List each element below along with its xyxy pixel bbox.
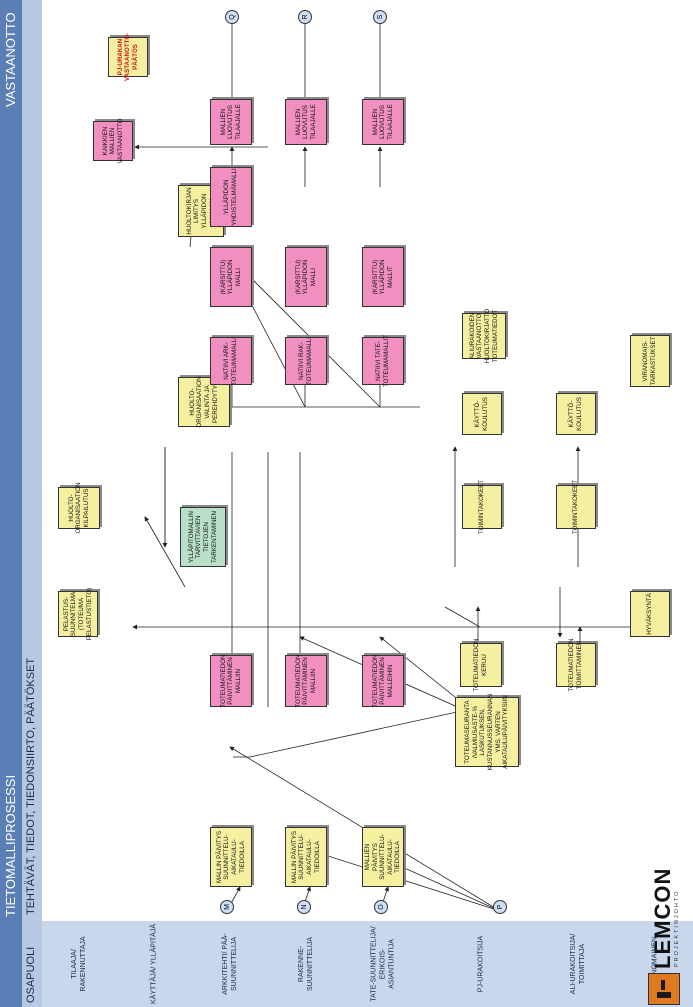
connector-label: R bbox=[301, 14, 309, 20]
box-label: TOTEUMATIEDON TOIMITTAMINEN bbox=[568, 638, 583, 692]
connector-p: P bbox=[493, 900, 507, 914]
connector-label: M bbox=[223, 904, 231, 910]
box-label: TOIMINTAKOKEET bbox=[572, 479, 580, 535]
box-label: ALIURAKOIDEN VASTAANOTTO HUOLTOKIRJATTO … bbox=[468, 308, 499, 364]
box-label: TOTEUMATIEDON PÄIVITTÄMINEN MALLEIHIN bbox=[371, 654, 394, 708]
box-label: KÄYTTÖ-KOULUTUS bbox=[568, 397, 583, 431]
viranomaistarkastukset-box: VIRANOMAIS-TARKASTUKSET bbox=[630, 335, 670, 387]
box-label: (KARSITTU) YLLÄPIDON MALLI bbox=[294, 259, 317, 295]
box-label: MALLIEN LUOVUTUS TILAAJALLE bbox=[219, 104, 242, 140]
connector-q: Q bbox=[225, 10, 239, 24]
rak-luovutus-box: MALLIEN LUOVUTUS TILAAJALLE bbox=[285, 99, 327, 145]
yllapito-tarkentaminen-box: YLLÄPITOMALLIN TARVITTAVIEN TIETOJEN TAR… bbox=[180, 507, 226, 567]
pj-kayttokoulutus-box: KÄYTTÖ-KOULUTUS bbox=[462, 393, 502, 435]
tate-karsittu-box: (KARSITTU) YLLÄPIDON MALLIT bbox=[362, 247, 404, 307]
aliurakoiden-vastaanotto-box: ALIURAKOIDEN VASTAANOTTO HUOLTOKIRJATTO … bbox=[462, 309, 506, 363]
ali-toimintakokeet-box: TOIMINTAKOKEET bbox=[556, 480, 596, 534]
rak-paivitys-box: MALLIN PÄIVITYS SUUNNITTELU-AIKATAULU-TI… bbox=[285, 827, 327, 887]
tate-paivitys-box: MALLIEN PÄIVITYS SUUNNITTELU-AIKATAULU-T… bbox=[362, 827, 404, 887]
box-label: TOTEUMASEURANTA /VALMIUSASTE-% LASKUTUKS… bbox=[464, 693, 510, 771]
ali-kayttokoulutus-box: KÄYTTÖ-KOULUTUS bbox=[556, 393, 596, 435]
box-label: NATIIVI TATE-TOTEUMAMALLIT bbox=[375, 335, 390, 387]
box-label: TOTEUMATIEDON PÄIVITTÄMINEN MALLIIN bbox=[219, 654, 242, 708]
ark-nativi-box: NATIIVI ARK-TOTEUMAMALLI bbox=[210, 337, 252, 385]
tate-toteuma-box: TOTEUMATIEDON PÄIVITTÄMINEN MALLEIHIN bbox=[362, 654, 404, 708]
tate-nativi-box: NATIIVI TATE-TOTEUMAMALLIT bbox=[362, 335, 404, 387]
connector-n: N bbox=[297, 900, 311, 914]
box-label: (KARSITTU) YLLÄPIDON MALLI bbox=[219, 259, 242, 295]
huolto-kilpailutus-box: HUOLTO-ORGANISAATION KILPAILUTUS bbox=[58, 482, 100, 534]
connector-label: S bbox=[376, 14, 384, 20]
box-label: MALLIEN LUOVUTUS TILAAJALLE bbox=[294, 104, 317, 140]
box-label: TOIMINTAKOKEET bbox=[478, 479, 486, 535]
box-label: (KARSITTU) YLLÄPIDON MALLIT bbox=[371, 259, 394, 295]
box-label: PELASTUS-SUUNNITELMA (TOTEUMA PELASTUSTI… bbox=[62, 587, 93, 641]
box-label: YLLÄPIDON YHDISTELMÄMALLI bbox=[223, 168, 238, 226]
box-label: MALLIEN PÄIVITYS SUUNNITTELU-AIKATAULU-T… bbox=[364, 834, 402, 880]
pj-paatos-box: PJ-URAKAN VASTAANOTTO-PÄÄTÖS bbox=[108, 33, 148, 81]
pelastussuunnitelma-box: PELASTUS-SUUNNITELMA (TOTEUMA PELASTUSTI… bbox=[58, 588, 98, 640]
ark-paivitys-box: MALLIN PÄIVITYS SUUNNITTELU-AIKATAULU-TI… bbox=[210, 827, 252, 887]
box-label: TOTEUMATIEDON KERUU bbox=[473, 638, 488, 692]
connector-o: O bbox=[374, 900, 388, 914]
connector-label: O bbox=[377, 904, 385, 910]
connector-r: R bbox=[298, 10, 312, 24]
box-label: MALLIN PÄIVITYS SUUNNITTELU-AIKATAULU-TI… bbox=[215, 831, 246, 883]
box-label: MALLIN PÄIVITYS SUUNNITTELU-AIKATAULU-TI… bbox=[290, 831, 321, 883]
ark-luovutus-box: MALLIEN LUOVUTUS TILAAJALLE bbox=[210, 99, 252, 145]
connector-s: S bbox=[373, 10, 387, 24]
pj-toimintakokeet-box: TOIMINTAKOKEET bbox=[462, 480, 502, 534]
box-label: NATIIVI ARK-TOTEUMAMALLI bbox=[223, 336, 238, 386]
box-label: NATIIVI RAK-TOTEUMAMALLI bbox=[298, 336, 313, 386]
rak-nativi-box: NATIIVI RAK-TOTEUMAMALLI bbox=[285, 337, 327, 385]
kaikki-vastaanotto-box: KAIKKIEN MALLIEN VASTAANOTTO bbox=[93, 118, 133, 164]
ark-karsittu-box: (KARSITTU) YLLÄPIDON MALLI bbox=[210, 247, 252, 307]
box-label: KÄYTTÖ-KOULUTUS bbox=[474, 397, 489, 431]
box-label: PJ-URAKAN VASTAANOTTO-PÄÄTÖS bbox=[116, 32, 139, 82]
connector-label: P bbox=[496, 904, 504, 910]
box-label: KAIKKIEN MALLIEN VASTAANOTTO bbox=[101, 118, 124, 164]
box-label: TOTEUMATIEDON PÄIVITTÄMINEN MALLIIN bbox=[294, 654, 317, 708]
rak-karsittu-box: (KARSITTU) YLLÄPIDON MALLI bbox=[285, 247, 327, 307]
toteuma-keruu-box: TOTEUMATIEDON KERUU bbox=[460, 638, 502, 692]
toteumaseuranta-box: TOTEUMASEURANTA /VALMIUSASTE-% LASKUTUKS… bbox=[455, 694, 519, 770]
tate-luovutus-box: MALLIEN LUOVUTUS TILAAJALLE bbox=[362, 99, 404, 145]
box-label: YLLÄPITOMALLIN TARVITTAVIEN TIETOJEN TAR… bbox=[187, 510, 218, 564]
box-label: HYVÄKSYNTÄ bbox=[646, 593, 654, 635]
rak-toteuma-box: TOTEUMATIEDON PÄIVITTÄMINEN MALLIIN bbox=[285, 654, 327, 708]
hyvaksynta-box: HYVÄKSYNTÄ bbox=[630, 591, 670, 637]
box-label: HUOLTO-ORGANISAATION KILPAILUTUS bbox=[67, 482, 90, 534]
box-label: MALLIEN LUOVUTUS TILAAJALLE bbox=[371, 104, 394, 140]
connector-m: M bbox=[220, 900, 234, 914]
connector-label: N bbox=[300, 904, 308, 910]
connector-label: Q bbox=[228, 14, 236, 20]
yhdistelma-box: YLLÄPIDON YHDISTELMÄMALLI bbox=[210, 167, 252, 227]
ark-toteuma-box: TOTEUMATIEDON PÄIVITTÄMINEN MALLIIN bbox=[210, 654, 252, 708]
box-label: VIRANOMAIS-TARKASTUKSET bbox=[642, 336, 657, 386]
ali-toteuma-box: TOTEUMATIEDON TOIMITTAMINEN bbox=[556, 638, 596, 692]
